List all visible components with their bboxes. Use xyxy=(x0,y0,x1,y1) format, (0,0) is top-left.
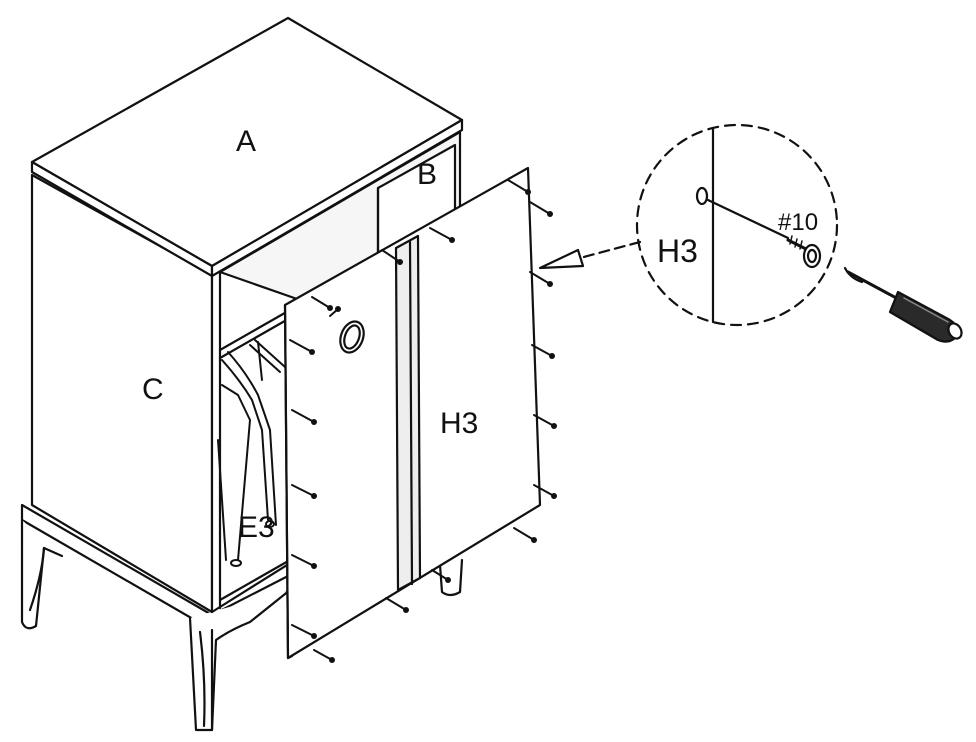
label-wire-frame: E3 xyxy=(238,511,275,544)
screw-heads xyxy=(309,189,557,663)
label-back-rail: B xyxy=(417,158,437,191)
screw-set xyxy=(289,179,555,661)
wire-frame xyxy=(217,339,286,567)
cabinet-base xyxy=(20,503,464,732)
screwdriver-icon xyxy=(843,266,963,343)
label-back-panel: H3 xyxy=(440,407,478,440)
label-side-panel: C xyxy=(142,373,164,406)
detail-callout xyxy=(635,123,839,327)
label-top-panel: A xyxy=(236,125,256,158)
label-screw: #10 xyxy=(778,209,818,236)
back-panel xyxy=(283,166,542,660)
detail-leader-arrow xyxy=(538,240,642,270)
top-panel xyxy=(30,16,464,278)
label-detail-panel: H3 xyxy=(657,233,698,269)
